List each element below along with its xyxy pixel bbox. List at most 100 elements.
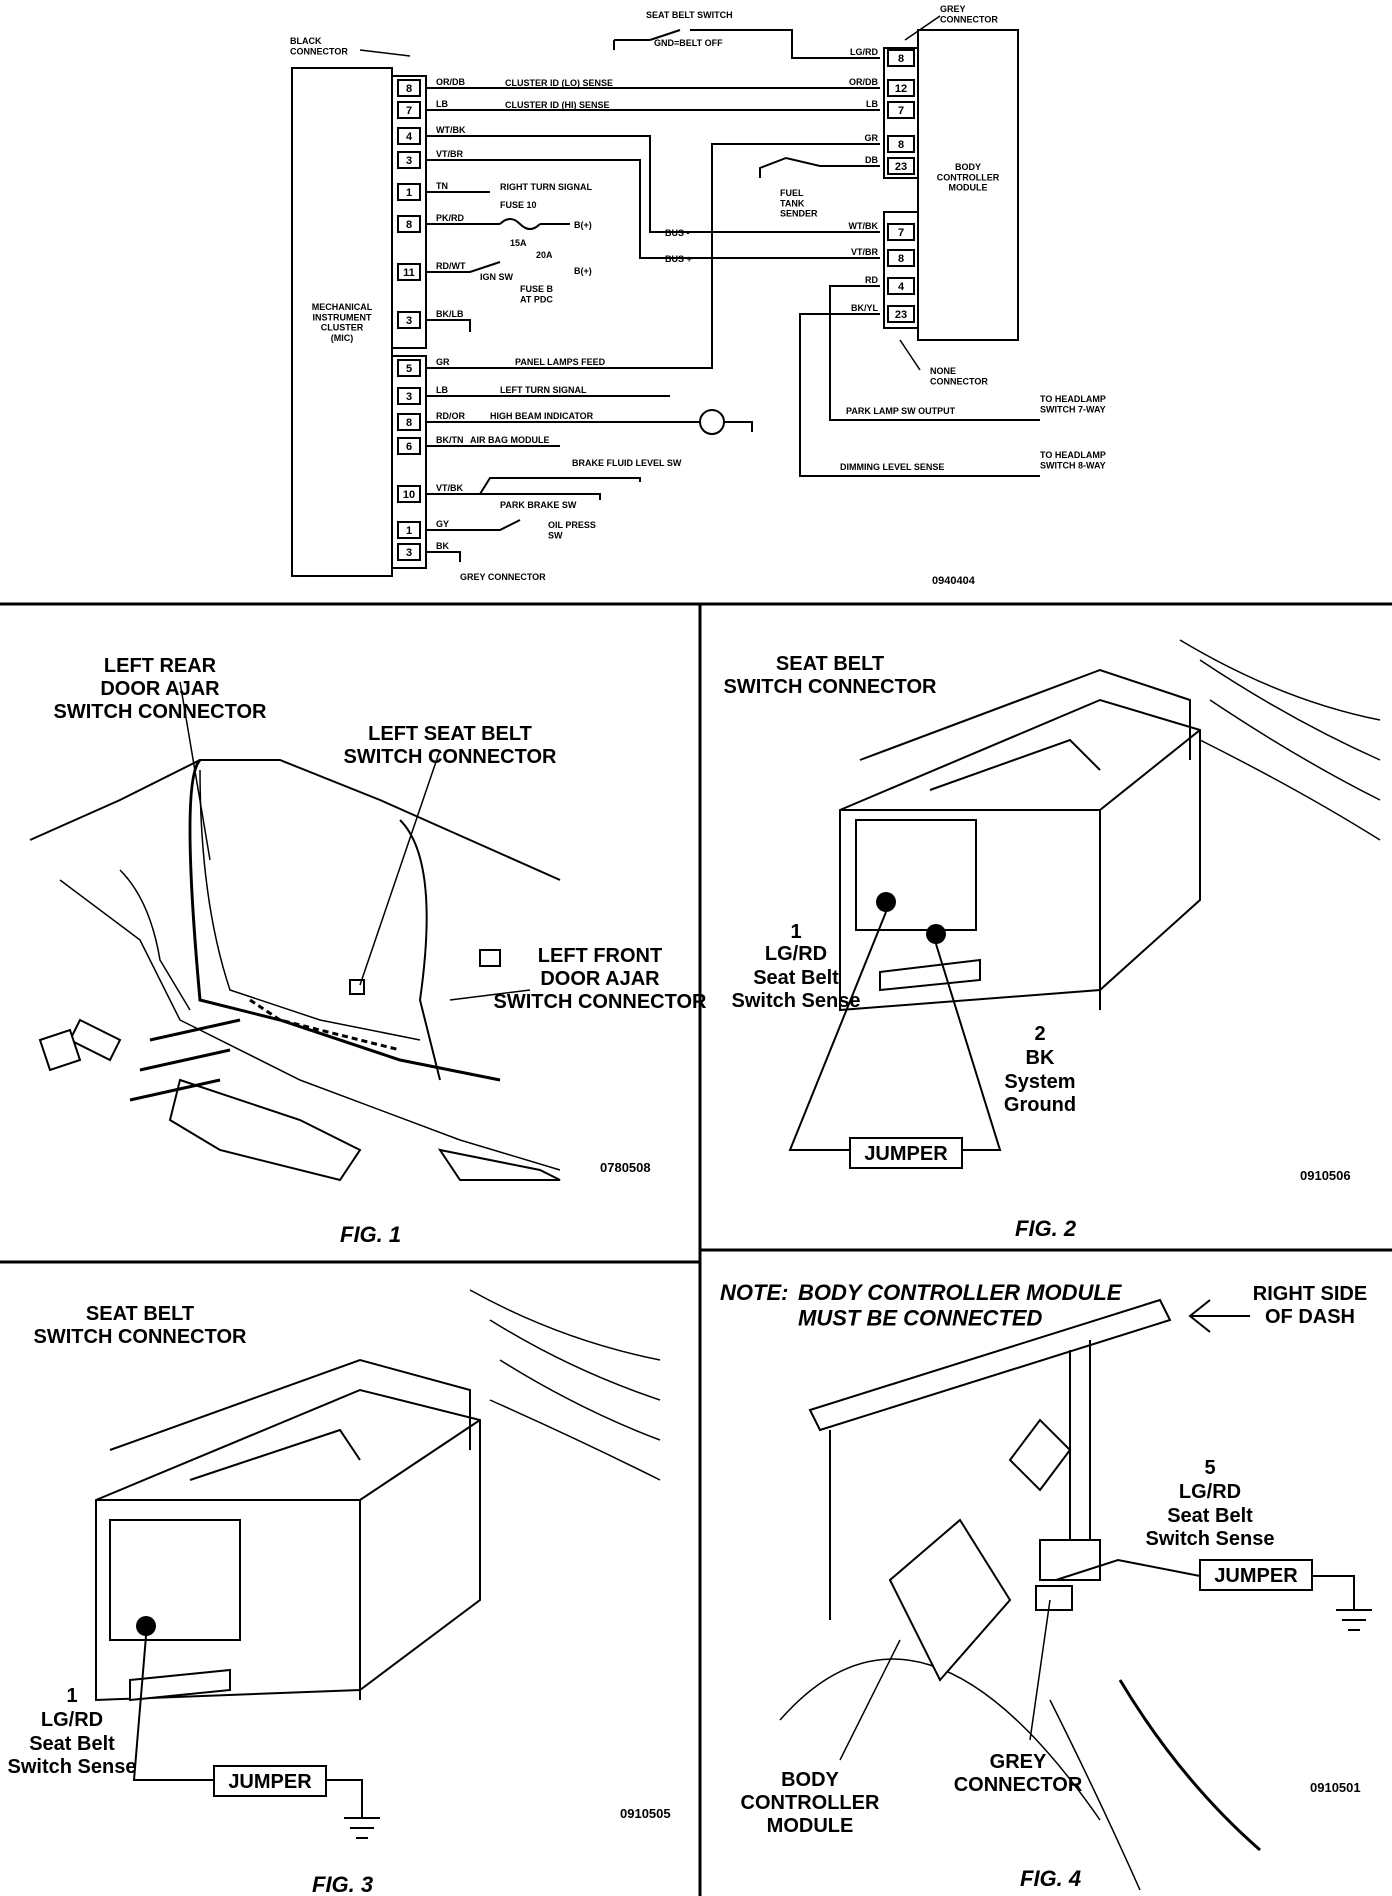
park-lamp-label: PARK LAMP SW OUTPUT (846, 406, 956, 416)
fig3-connector-drawing (95, 1289, 661, 1702)
mic-wire-color: PK/RD (436, 213, 465, 223)
oil-press-label-line: OIL PRESS (548, 520, 596, 530)
bcm-wire-color: BK/YL (851, 303, 879, 313)
mic-pin-box (397, 127, 421, 145)
fig3-jumper-box (213, 1765, 327, 1797)
bcm-wire-color: OR/DB (849, 77, 879, 87)
bcm-pin-number: 7 (898, 227, 904, 239)
mic-pin-number: 3 (406, 547, 412, 559)
mic-wire-color: LB (436, 99, 448, 109)
bcm-wire-color: GR (865, 133, 879, 143)
bcm-wire-color: WT/BK (849, 221, 879, 231)
mic-wire-color: VT/BR (436, 149, 464, 159)
mic-wire-color: LB (436, 385, 448, 395)
fig2-pin1-desc-line: Seat Belt (753, 967, 839, 989)
left-turn-label: LEFT TURN SIGNAL (500, 385, 587, 395)
fig2-jumper-wire-right (935, 943, 1002, 1151)
gnd-belt-off-label: GND=BELT OFF (654, 38, 723, 48)
bcm-pin-box (887, 135, 915, 153)
fig3-pin1-wire: LG/RD (41, 1709, 103, 1731)
mic-pin-box (397, 311, 421, 329)
mic-pin-number: 8 (406, 83, 412, 95)
grey-connector-top-label-line: CONNECTOR (940, 14, 998, 24)
black-connector-label-line: CONNECTOR (290, 46, 348, 56)
b-plus-1: B(+) (574, 220, 592, 230)
fig1-leader-front (449, 989, 531, 1001)
fig4-grey-leader (1029, 1599, 1051, 1741)
mic-pin-box (397, 151, 421, 169)
fig4-caption: FIG. 4 (1020, 1866, 1081, 1891)
fig3-ground-wire (326, 1779, 363, 1818)
mic-pin-box (397, 521, 421, 539)
dimming-wire (799, 313, 1040, 477)
fig1-left-rear-label-line: SWITCH CONNECTOR (54, 701, 268, 723)
bcm-pin-number: 23 (895, 161, 907, 173)
fig4-grey-label-line: GREY (990, 1751, 1047, 1773)
bcm-wire-color: LB (866, 99, 878, 109)
mic-pin-box (397, 215, 421, 233)
fig1-left-seat-label-line: LEFT SEAT BELT (368, 723, 532, 745)
bcm-pin-box (887, 157, 915, 175)
air-bag-label: AIR BAG MODULE (470, 435, 550, 445)
bcm-pins: 8LG/RD12OR/DB7LB8GR23DB7WT/BK8VT/BR4RD23… (849, 47, 915, 323)
mic-label-line: MECHANICAL (312, 302, 373, 312)
mic-pin-box (397, 543, 421, 561)
fuse10-label: FUSE 10 (500, 200, 537, 210)
fig3-pin1: 1 (66, 1685, 77, 1707)
seat-belt-switch-label: SEAT BELT SWITCH (646, 10, 733, 20)
mic-wire-color: RD/WT (436, 261, 466, 271)
fig1-code: 0780508 (600, 1160, 651, 1175)
bus-plus-label: BUS + (665, 254, 692, 264)
mic-pin-number: 3 (406, 155, 412, 167)
mic-pin-box (397, 79, 421, 97)
mic-wire-color: OR/DB (436, 77, 466, 87)
fuse-b-amp-label: 20A (536, 250, 553, 260)
high-beam-label: HIGH BEAM INDICATOR (490, 411, 594, 421)
to-headlamp-8-label-line: SWITCH 8-WAY (1040, 460, 1106, 470)
fig2-pin1-dot (876, 892, 896, 912)
vehicle-interior-sketch (29, 758, 561, 1182)
fig2-jumper-wire-left (788, 911, 887, 1151)
mic-pin-number: 8 (406, 219, 412, 231)
fig1-left-rear-label-line: LEFT REAR (104, 655, 217, 677)
high-beam-indicator (699, 409, 725, 435)
fig4-pin5-desc-line: Seat Belt (1167, 1505, 1253, 1527)
bcm-pin-box (887, 277, 915, 295)
none-connector-label-line: NONE (930, 366, 956, 376)
bcm-block (917, 29, 1019, 341)
fig4-note-text-line: BODY CONTROLLER MODULE (798, 1280, 1123, 1305)
fig2-pin1-desc-line: Switch Sense (732, 990, 861, 1012)
fig3-caption: FIG. 3 (312, 1872, 373, 1896)
fig2-jumper-label: JUMPER (864, 1143, 948, 1165)
fig4-right-side-line: RIGHT SIDE (1253, 1283, 1367, 1305)
to-headlamp-7-label-line: SWITCH 7-WAY (1040, 404, 1106, 414)
dimming-label: DIMMING LEVEL SENSE (840, 462, 944, 472)
fig4-ground-icon (1336, 1609, 1372, 1631)
seat-belt-switch-wire (614, 29, 880, 59)
fig4-bcm-label-line: MODULE (767, 1815, 854, 1837)
fig2-pin2-desc-line: System (1004, 1071, 1075, 1093)
black-connector-leader (359, 49, 411, 57)
fig4-grey-label-line: CONNECTOR (954, 1774, 1083, 1796)
mic-pin-number: 3 (406, 391, 412, 403)
fig4-ground-wire (1312, 1575, 1355, 1610)
right-turn-label: RIGHT TURN SIGNAL (500, 182, 592, 192)
mic-pin-box (397, 387, 421, 405)
wire-park-brake (480, 493, 601, 500)
bcm-wire-color: LG/RD (850, 47, 878, 57)
panel-lamps-label: PANEL LAMPS FEED (515, 357, 606, 367)
wire-wt-bk (426, 135, 880, 233)
fig4-bcm-leader (839, 1639, 901, 1761)
bcm-wire-color: RD (865, 275, 878, 285)
fig2-pin1: 1 (790, 921, 801, 943)
fig4-arrow-icon (1188, 1299, 1250, 1333)
fig4-jumper-label: JUMPER (1214, 1565, 1298, 1587)
fig4-note: NOTE: (720, 1280, 788, 1305)
bcm-pin-box (887, 249, 915, 267)
